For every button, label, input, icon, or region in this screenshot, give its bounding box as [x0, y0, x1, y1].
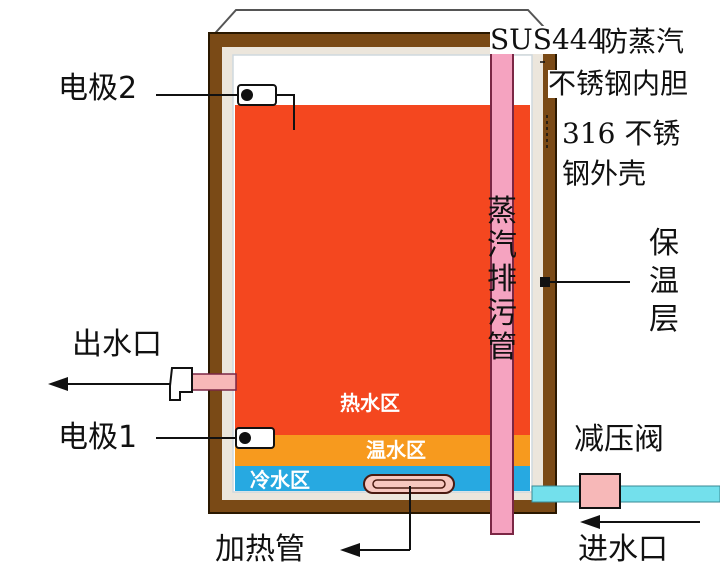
steam-pipe-label: 蒸汽排污管: [487, 194, 517, 365]
insulation-label: 保温层: [649, 226, 679, 337]
tank-lid: [208, 9, 557, 41]
electrode-1-label: 电极1: [58, 420, 138, 455]
warm-water-zone-label: 温水区: [366, 438, 426, 462]
inlet-pipe: [531, 485, 720, 503]
outer-shell-line1-label: 316 不锈: [562, 117, 681, 150]
hot-water-zone: [235, 105, 530, 435]
warm-water-zone: [235, 435, 530, 466]
pressure-valve-label: 减压阀: [574, 422, 664, 457]
inner-tank-desc-label: 防蒸汽: [600, 25, 685, 58]
outlet-pipe: [187, 373, 237, 391]
hot-water-zone-label: 热水区: [340, 391, 400, 415]
outlet-label: 出水口: [72, 327, 162, 362]
inlet-label: 进水口: [578, 532, 668, 567]
cold-water-zone-label: 冷水区: [250, 468, 310, 492]
inner-tank-grade-label: SUS444: [490, 23, 606, 56]
heating-tube-label: 加热管: [215, 532, 305, 567]
outer-shell-line2-label: 钢外壳: [562, 157, 647, 190]
electrode-2-label: 电极2: [58, 71, 138, 106]
pressure-valve: [579, 473, 621, 509]
inner-tank-line2-label: 不锈钢内胆: [548, 67, 689, 100]
